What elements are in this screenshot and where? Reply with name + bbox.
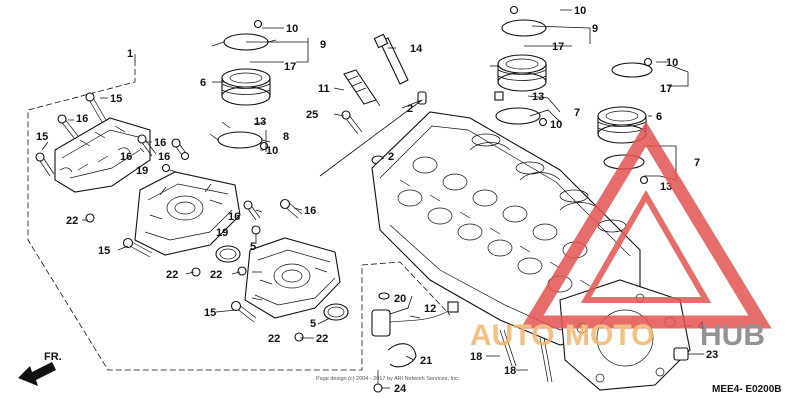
callout-15-d: 15 xyxy=(204,307,216,319)
bolts-left xyxy=(35,92,304,342)
callout-13-right: 13 xyxy=(532,91,544,103)
front-arrow-icon: FR. xyxy=(18,351,62,386)
callout-19-a: 19 xyxy=(136,165,148,177)
callout-14: 14 xyxy=(410,43,423,55)
callout-17-left: 17 xyxy=(284,61,296,73)
callout-12: 12 xyxy=(424,303,436,315)
callout-16-a: 16 xyxy=(76,113,88,125)
callout-13-left: 13 xyxy=(254,116,266,128)
callout-7-lower: 7 xyxy=(694,157,700,169)
watermark-text-moto: MOTO xyxy=(565,319,654,352)
front-marker-label: FR. xyxy=(44,351,62,363)
callout-22-e: 22 xyxy=(316,333,328,345)
callout-labels: 1 2 2 4 5 5 6 6 7 7 8 9 9 10 10 10 10 10… xyxy=(36,5,718,395)
assembly-1-outline xyxy=(27,60,451,371)
callout-7-upper: 7 xyxy=(574,107,580,119)
callout-17-right-lower: 17 xyxy=(660,83,672,95)
callout-23: 23 xyxy=(706,349,718,361)
watermark-text-hub: HUB xyxy=(700,319,765,352)
callout-5-lower: 5 xyxy=(310,318,316,330)
intake-boot-left xyxy=(209,19,277,151)
callout-16-f: 16 xyxy=(304,205,316,217)
callout-15-a: 15 xyxy=(110,93,122,105)
callout-22-b: 22 xyxy=(166,269,178,281)
callout-18-b: 18 xyxy=(504,365,516,377)
callout-16-e: 16 xyxy=(228,211,240,223)
bolt-25 xyxy=(341,110,363,135)
clamp-21 xyxy=(387,343,417,368)
callout-24: 24 xyxy=(394,383,407,395)
callout-22-a: 22 xyxy=(66,215,78,227)
sensor-12 xyxy=(371,292,459,337)
gaskets-5 xyxy=(215,245,349,321)
callout-8: 8 xyxy=(283,131,289,143)
callout-6-left: 6 xyxy=(200,77,206,89)
cylinder-head xyxy=(371,111,641,346)
diagram-code: MEE4- E0200B xyxy=(712,384,781,395)
callout-2-upper: 2 xyxy=(407,103,413,115)
callout-9-left: 9 xyxy=(320,39,326,51)
spark-plug-11 xyxy=(343,69,381,107)
callout-10-c: 10 xyxy=(574,5,586,17)
callout-16-c: 16 xyxy=(120,151,132,163)
callout-10-d: 10 xyxy=(550,119,562,131)
callout-21: 21 xyxy=(420,355,432,367)
callout-11: 11 xyxy=(318,83,330,95)
callout-17-right: 17 xyxy=(552,41,564,53)
callout-18-a: 18 xyxy=(470,351,482,363)
callout-10-e: 10 xyxy=(666,57,678,69)
callout-19-b: 19 xyxy=(216,227,228,239)
callout-25: 25 xyxy=(306,109,318,121)
camshaft-holder-2 xyxy=(244,237,341,319)
callout-16-d: 16 xyxy=(158,151,170,163)
callout-9-right-upper: 9 xyxy=(592,23,598,35)
leader-lines xyxy=(41,9,704,389)
rocker-holder-upper xyxy=(54,117,151,193)
callout-5-upper: 5 xyxy=(250,241,256,253)
callout-2-lower: 2 xyxy=(388,151,394,163)
callout-22-d: 22 xyxy=(268,333,280,345)
callout-10-a: 10 xyxy=(286,23,298,35)
copyright-note: Page design (c) 2004 - 2017 by ARI Netwo… xyxy=(316,376,460,382)
intake-boot-right-1 xyxy=(494,5,548,127)
dowel-23 xyxy=(673,347,689,361)
callout-10-b: 10 xyxy=(266,145,278,157)
stud-14 xyxy=(373,33,409,85)
watermark-text-auto: AUTO xyxy=(470,319,554,352)
camshaft-holder-1 xyxy=(134,171,241,256)
watermark-logo: AUTO MOTO HUB xyxy=(470,121,772,352)
callout-6-right: 6 xyxy=(656,111,662,123)
callout-20: 20 xyxy=(394,293,406,305)
studs-18 xyxy=(499,329,553,383)
callout-15-b: 15 xyxy=(36,131,48,143)
callout-15-c: 15 xyxy=(98,245,110,257)
head-gasket-4 xyxy=(559,279,691,391)
callout-1: 1 xyxy=(127,48,133,60)
callout-16-b: 16 xyxy=(154,137,166,149)
callout-22-c: 22 xyxy=(210,269,222,281)
